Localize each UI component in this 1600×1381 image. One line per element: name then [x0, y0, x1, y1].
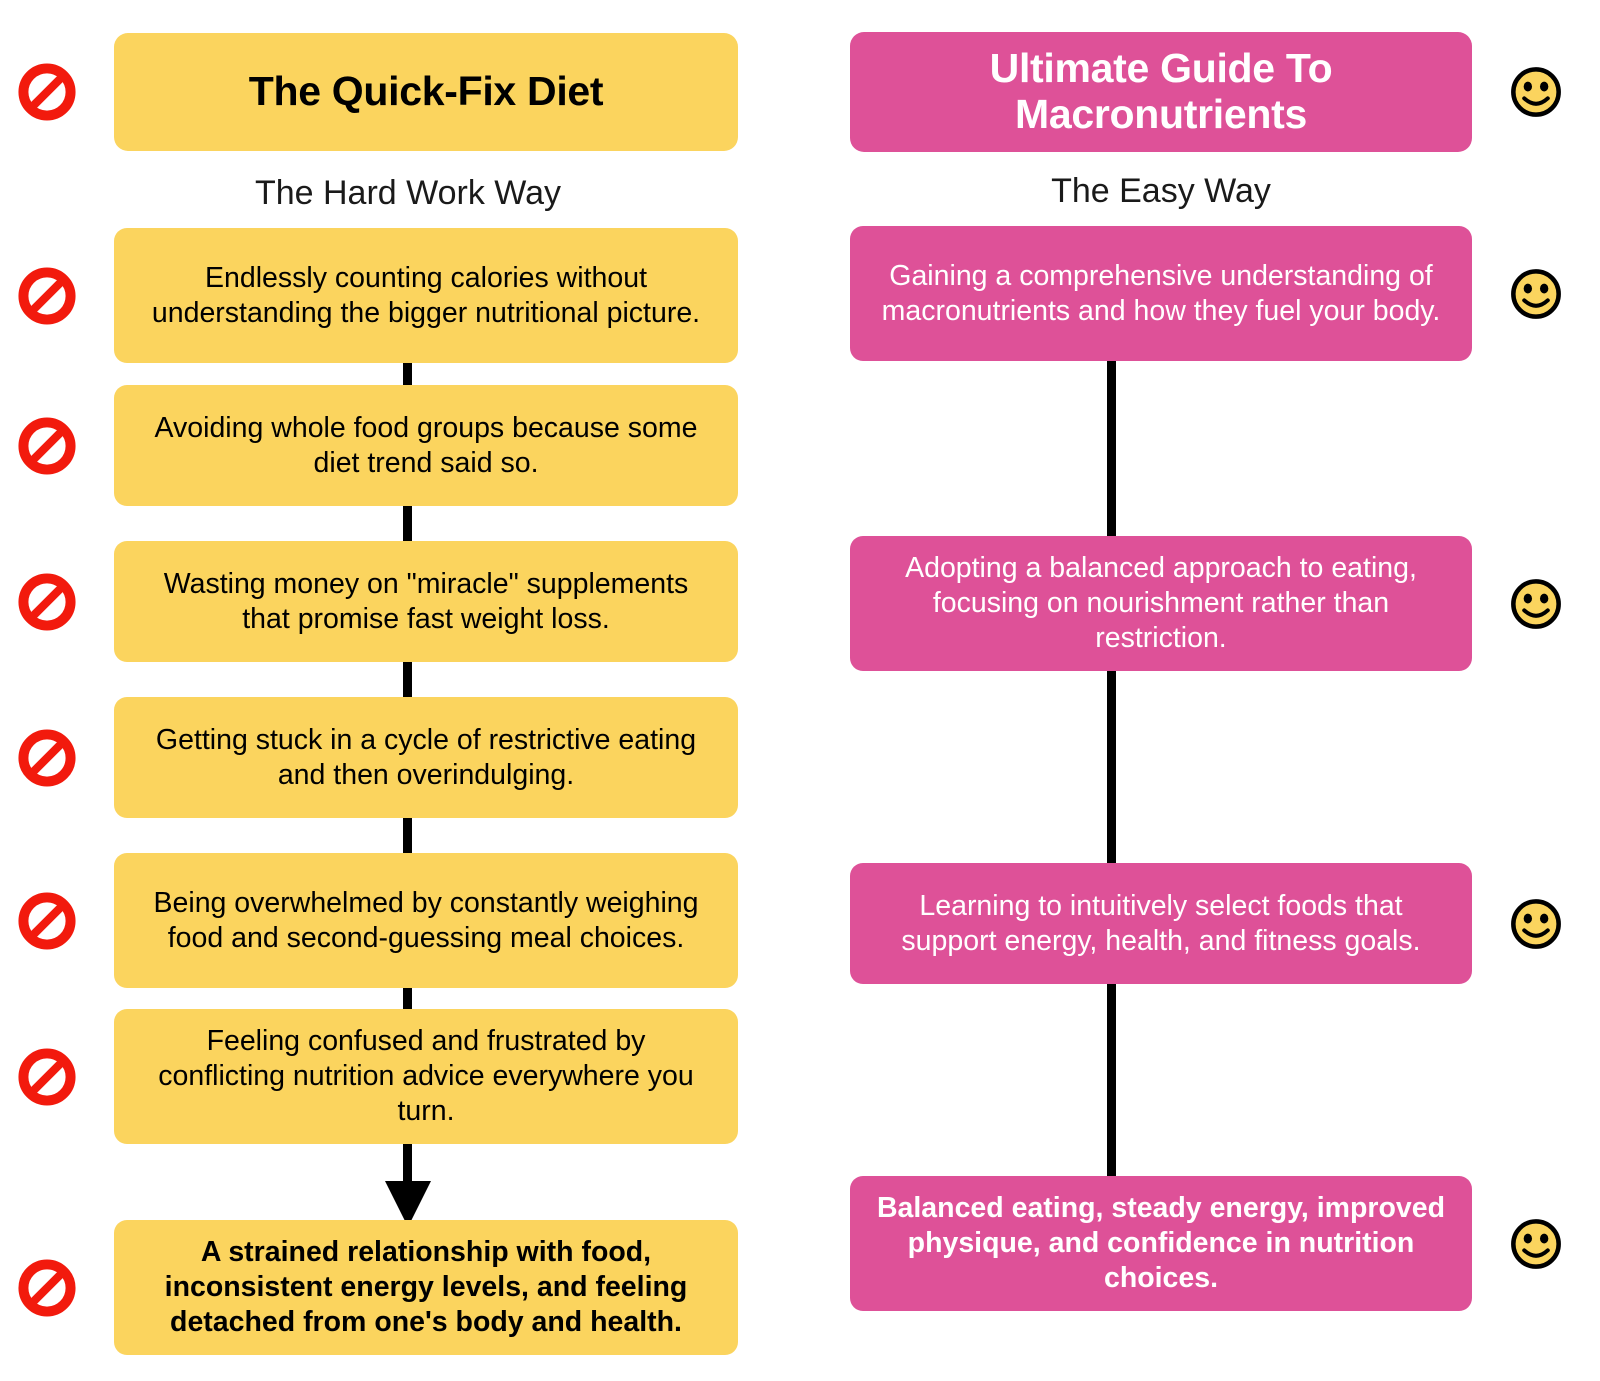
left-header-title: The Quick-Fix Diet — [248, 68, 604, 115]
right-step-4-icon-slot — [1472, 1215, 1600, 1273]
left-step-card-6: Feeling confused and frustrated by confl… — [114, 1009, 738, 1144]
right-header-card: Ultimate Guide To Macronutrients — [850, 32, 1472, 152]
list-item: Gaining a comprehensive understanding of… — [850, 226, 1600, 361]
right-header-row: Ultimate Guide To Macronutrients — [800, 0, 1600, 162]
right-column-macronutrients-guide: Ultimate Guide To Macronutrients The Eas… — [800, 0, 1600, 1381]
left-step-text-4: Getting stuck in a cycle of restrictive … — [155, 723, 697, 791]
list-item: Learning to intuitively select foods tha… — [850, 863, 1600, 984]
left-outcome-card: A strained relationship with food, incon… — [114, 1220, 738, 1355]
right-header-title: Ultimate Guide To Macronutrients — [989, 45, 1333, 137]
list-item: Being overwhelmed by constantly weighing… — [18, 853, 800, 988]
right-step-3-icon-slot — [1472, 895, 1600, 953]
prohibition-icon — [18, 416, 76, 475]
list-item: Endlessly counting calories without unde… — [18, 228, 800, 363]
prohibition-icon — [18, 891, 76, 950]
left-step-text-6: Feeling confused and frustrated by confl… — [158, 1025, 694, 1127]
right-step-1-icon-slot — [1472, 265, 1600, 323]
left-flow: Endlessly counting calories without unde… — [0, 228, 800, 1355]
right-outcome-text: Balanced eating, steady energy, improved… — [876, 1192, 1446, 1294]
left-step-text-5: Being overwhelmed by constantly weighing… — [153, 886, 699, 954]
right-step-text-1: Gaining a comprehensive understanding of… — [881, 259, 1441, 327]
smiley-face-icon — [1511, 67, 1561, 117]
left-step-text-1: Endlessly counting calories without unde… — [151, 261, 701, 329]
left-step-7-icon-slot — [18, 1258, 96, 1317]
list-item: A strained relationship with food, incon… — [18, 1220, 800, 1355]
list-item: Balanced eating, steady energy, improved… — [850, 1176, 1600, 1311]
prohibition-icon — [18, 63, 76, 121]
left-step-3-icon-slot — [18, 572, 96, 631]
left-column-quick-fix-diet: The Quick-Fix Diet The Hard Work Way End… — [0, 0, 800, 1355]
prohibition-icon — [18, 1047, 76, 1106]
smiley-face-icon — [1511, 1218, 1561, 1269]
prohibition-icon — [18, 728, 76, 787]
smiley-face-icon — [1511, 898, 1561, 949]
left-subtitle: The Hard Work Way — [254, 174, 562, 212]
smiley-face-icon — [1511, 268, 1561, 319]
left-header-icon-slot — [18, 63, 96, 121]
prohibition-icon — [18, 266, 76, 325]
list-item: Adopting a balanced approach to eating, … — [850, 536, 1600, 671]
left-step-card-4: Getting stuck in a cycle of restrictive … — [114, 697, 738, 818]
right-step-text-2: Adopting a balanced approach to eating, … — [905, 552, 1417, 654]
list-item: Wasting money on "miracle" supplements t… — [18, 541, 800, 662]
left-step-2-icon-slot — [18, 416, 96, 475]
left-header-card: The Quick-Fix Diet — [114, 33, 738, 151]
list-item: Feeling confused and frustrated by confl… — [18, 1009, 800, 1144]
right-flow: Gaining a comprehensive understanding of… — [800, 226, 1600, 1311]
left-header-row: The Quick-Fix Diet — [0, 0, 800, 162]
prohibition-icon — [18, 572, 76, 631]
left-outcome-text: A strained relationship with food, incon… — [164, 1236, 688, 1338]
left-step-card-1: Endlessly counting calories without unde… — [114, 228, 738, 363]
right-step-card-3: Learning to intuitively select foods tha… — [850, 863, 1472, 984]
prohibition-icon — [18, 1258, 76, 1317]
left-arrow-head-icon — [385, 1181, 431, 1227]
right-step-2-icon-slot — [1472, 575, 1600, 633]
left-step-5-icon-slot — [18, 891, 96, 950]
left-step-card-5: Being overwhelmed by constantly weighing… — [114, 853, 738, 988]
left-step-1-icon-slot — [18, 266, 96, 325]
right-header-icon-slot — [1472, 63, 1600, 121]
left-step-text-3: Wasting money on "miracle" supplements t… — [163, 567, 689, 635]
right-step-text-3: Learning to intuitively select foods tha… — [901, 889, 1421, 957]
left-step-4-icon-slot — [18, 728, 96, 787]
list-item: Avoiding whole food groups because some … — [18, 385, 800, 506]
right-step-card-1: Gaining a comprehensive understanding of… — [850, 226, 1472, 361]
list-item: Getting stuck in a cycle of restrictive … — [18, 697, 800, 818]
right-connector-spine — [1107, 356, 1116, 1186]
right-subtitle: The Easy Way — [1051, 172, 1271, 210]
smiley-face-icon — [1511, 578, 1561, 629]
left-step-6-icon-slot — [18, 1047, 96, 1106]
left-step-card-2: Avoiding whole food groups because some … — [114, 385, 738, 506]
left-step-text-2: Avoiding whole food groups because some … — [154, 411, 698, 479]
right-step-card-2: Adopting a balanced approach to eating, … — [850, 536, 1472, 671]
right-outcome-card: Balanced eating, steady energy, improved… — [850, 1176, 1472, 1311]
left-step-card-3: Wasting money on "miracle" supplements t… — [114, 541, 738, 662]
